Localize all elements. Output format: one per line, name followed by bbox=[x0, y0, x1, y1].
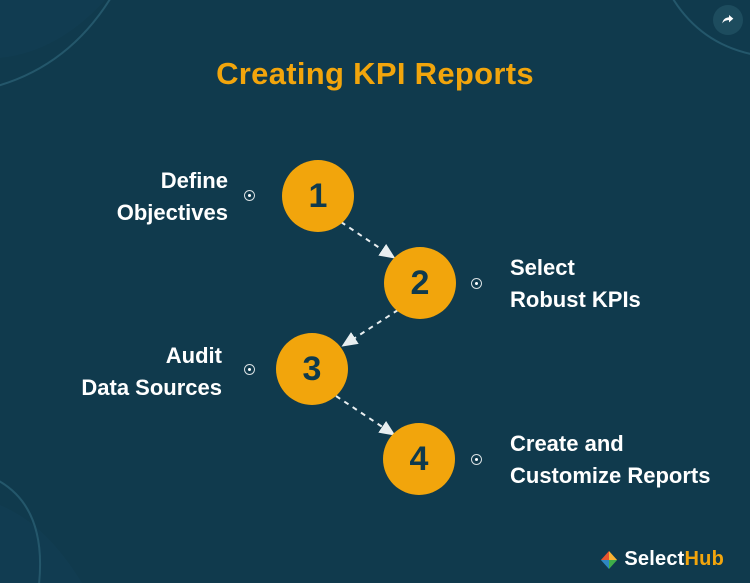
step-label-3: Audit Data Sources bbox=[81, 340, 222, 404]
step-circle-1: 1 bbox=[282, 160, 354, 232]
step-label-1: Define Objectives bbox=[117, 165, 228, 229]
step-label-line: Select bbox=[510, 255, 575, 280]
step-label-line: Customize Reports bbox=[510, 463, 711, 488]
step-circle-4: 4 bbox=[383, 423, 455, 495]
target-dot-icon bbox=[471, 454, 482, 465]
logo-text-select: Select bbox=[624, 548, 685, 570]
arrow-step3-step4 bbox=[335, 395, 396, 436]
selecthub-logo: SelectHub bbox=[600, 548, 724, 571]
decor-bottom-left-fill bbox=[0, 505, 82, 583]
step-number: 2 bbox=[410, 263, 430, 302]
logo-text-hub: Hub bbox=[684, 548, 724, 570]
arrow-step1-step2 bbox=[340, 221, 396, 259]
page-title: Creating KPI Reports bbox=[216, 56, 534, 91]
logo-text: SelectHub bbox=[624, 548, 724, 571]
step-label-line: Data Sources bbox=[81, 375, 222, 400]
target-dot-icon bbox=[471, 278, 482, 289]
arrow-step2-step3 bbox=[341, 309, 399, 347]
target-dot-icon bbox=[244, 190, 255, 201]
step-number: 4 bbox=[409, 439, 429, 478]
step-label-4: Create and Customize Reports bbox=[510, 428, 710, 492]
step-label-2: Select Robust KPIs bbox=[510, 252, 641, 316]
step-number: 3 bbox=[302, 349, 322, 388]
decor-top-left-fill bbox=[0, 0, 105, 58]
selecthub-diamond-icon bbox=[601, 550, 618, 569]
step-label-line: Define bbox=[160, 168, 228, 193]
decor-bottom-left-arc bbox=[0, 480, 42, 583]
step-label-line: Audit bbox=[165, 343, 222, 368]
step-label-line: Create and bbox=[510, 431, 624, 456]
target-dot-icon bbox=[244, 364, 255, 375]
step-label-line: Objectives bbox=[116, 200, 228, 225]
step-circle-2: 2 bbox=[384, 247, 456, 319]
step-number: 1 bbox=[308, 176, 328, 215]
share-button[interactable] bbox=[713, 5, 743, 35]
step-circle-3: 3 bbox=[276, 333, 348, 405]
step-label-line: Robust KPIs bbox=[510, 287, 641, 312]
share-arrow-icon bbox=[722, 15, 734, 24]
